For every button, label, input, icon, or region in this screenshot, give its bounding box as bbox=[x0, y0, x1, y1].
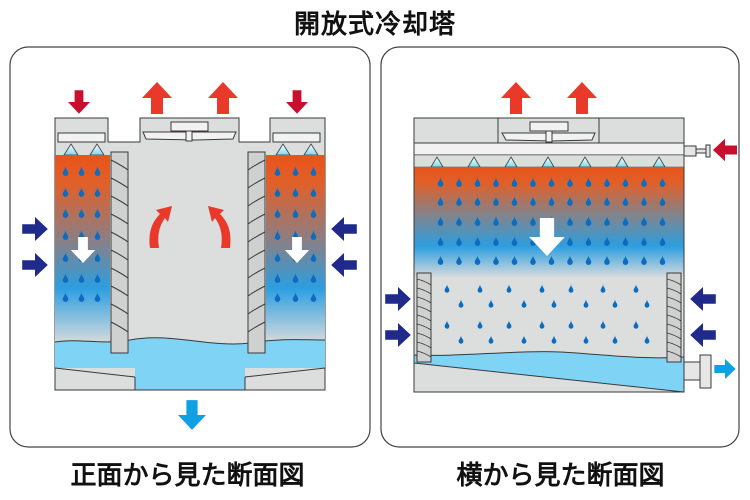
front-fan-motor bbox=[170, 121, 209, 132]
side-left-louver bbox=[416, 272, 432, 363]
front-air-rising-arrow-right bbox=[208, 206, 231, 248]
front-right-louver bbox=[247, 151, 266, 354]
side-view-caption: 横から見た断面図 bbox=[456, 461, 665, 491]
side-inlet-pipe bbox=[683, 145, 697, 157]
front-air-rising-arrow-left bbox=[149, 206, 172, 248]
front-view-tower bbox=[54, 117, 326, 391]
side-view-tower bbox=[413, 117, 712, 393]
side-water-header bbox=[413, 142, 685, 156]
front-spray-nozzles bbox=[63, 143, 319, 156]
side-spray-nozzles bbox=[430, 156, 666, 168]
front-view-caption: 正面から見た断面図 bbox=[70, 461, 305, 491]
side-basin-water bbox=[414, 351, 684, 392]
diagram-title: 開放式冷却塔 bbox=[293, 10, 456, 40]
side-outlet-pipe bbox=[683, 361, 701, 381]
side-right-louver bbox=[666, 272, 682, 363]
front-fan-shaft bbox=[185, 130, 193, 142]
front-basin-water bbox=[55, 337, 325, 368]
side-fan-shaft bbox=[545, 130, 553, 143]
side-outlet-flange bbox=[699, 354, 712, 389]
front-drain-water bbox=[135, 368, 245, 390]
front-left-water-header bbox=[57, 132, 106, 143]
side-fan-motor bbox=[529, 121, 569, 132]
front-right-water-header bbox=[272, 132, 321, 143]
front-left-louver bbox=[110, 151, 129, 354]
